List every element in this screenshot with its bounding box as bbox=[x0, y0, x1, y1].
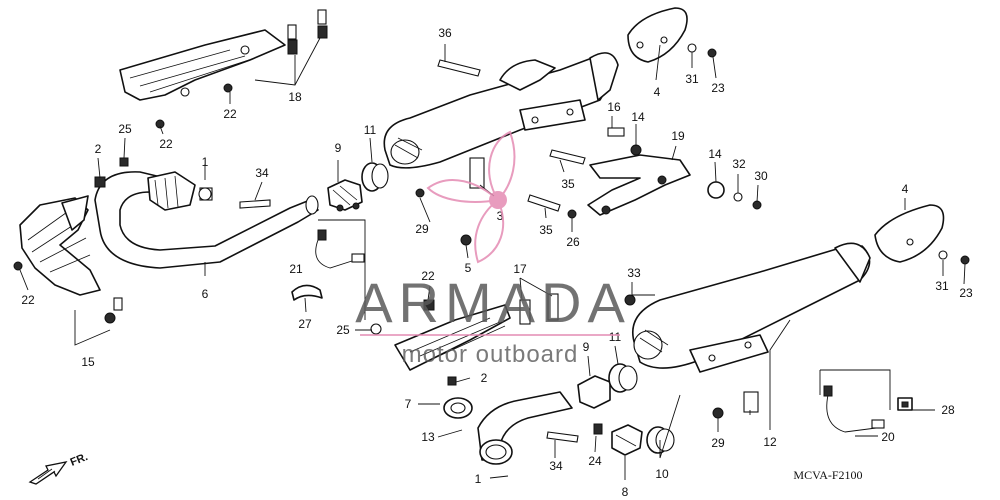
callout-11: 11 bbox=[364, 123, 377, 137]
callout-30: 30 bbox=[754, 169, 768, 183]
callout-numbers: 1 1 2 2 3 4 4 5 6 7 8 9 9 10 11 11 12 13… bbox=[21, 26, 973, 499]
stay-19 bbox=[587, 154, 691, 216]
callout-33: 33 bbox=[627, 266, 641, 280]
clamp-9-upper bbox=[327, 179, 363, 212]
callout-9: 9 bbox=[335, 141, 342, 155]
watermark-tagline: motor outboard bbox=[402, 341, 579, 368]
gasket-lower bbox=[608, 363, 675, 454]
callout-22: 22 bbox=[421, 269, 435, 283]
callout-15: 15 bbox=[81, 355, 95, 369]
end-cap-upper bbox=[627, 7, 688, 63]
muffler-upper bbox=[383, 52, 619, 169]
callout-22: 22 bbox=[223, 107, 237, 121]
callout-16: 16 bbox=[607, 100, 621, 114]
callout-23: 23 bbox=[711, 81, 725, 95]
callout-3: 3 bbox=[497, 209, 504, 223]
callout-7: 7 bbox=[405, 397, 412, 411]
callout-34: 34 bbox=[549, 459, 563, 473]
callout-32: 32 bbox=[732, 157, 746, 171]
callout-2: 2 bbox=[481, 371, 488, 385]
callout-14: 14 bbox=[708, 147, 722, 161]
callout-1: 1 bbox=[475, 472, 482, 486]
callout-34: 34 bbox=[255, 166, 269, 180]
front-arrow: FR. bbox=[28, 451, 90, 485]
callout-5: 5 bbox=[465, 261, 472, 275]
callout-2: 2 bbox=[95, 142, 102, 156]
exhaust-pipe-lower bbox=[443, 391, 573, 465]
callout-28: 28 bbox=[941, 403, 955, 417]
connector-28 bbox=[897, 397, 913, 411]
callout-10: 10 bbox=[655, 467, 669, 481]
callout-27: 27 bbox=[298, 317, 312, 331]
clip-27 bbox=[291, 284, 323, 301]
callout-29: 29 bbox=[415, 222, 429, 236]
callout-26: 26 bbox=[566, 235, 580, 249]
callout-29: 29 bbox=[711, 436, 725, 450]
callout-23: 23 bbox=[959, 286, 973, 300]
callout-4: 4 bbox=[654, 85, 661, 99]
fasteners bbox=[13, 43, 970, 443]
callout-35: 35 bbox=[561, 177, 575, 191]
callout-1: 1 bbox=[202, 155, 209, 169]
callout-25: 25 bbox=[336, 323, 350, 337]
callout-35: 35 bbox=[539, 223, 553, 237]
callout-8: 8 bbox=[622, 485, 629, 499]
callout-6: 6 bbox=[202, 287, 209, 301]
front-label: FR. bbox=[69, 451, 90, 469]
callout-18: 18 bbox=[288, 90, 302, 104]
muffler-lower bbox=[632, 242, 871, 373]
callout-4: 4 bbox=[902, 182, 909, 196]
clamp-lower bbox=[577, 375, 643, 456]
callout-31: 31 bbox=[935, 279, 949, 293]
callout-36: 36 bbox=[438, 26, 452, 40]
bracket-18 bbox=[287, 9, 328, 55]
callout-19: 19 bbox=[671, 129, 685, 143]
leader-lines bbox=[19, 37, 966, 480]
lower-heat-shield bbox=[19, 195, 101, 296]
watermark: ARMADA motor outboard bbox=[355, 130, 631, 368]
watermark-brand: ARMADA bbox=[355, 271, 631, 334]
heat-shield-7 bbox=[394, 304, 511, 371]
front-arrow-icon bbox=[28, 461, 68, 485]
sensor-20 bbox=[823, 385, 885, 433]
callout-22: 22 bbox=[159, 137, 173, 151]
propeller-logo-icon bbox=[426, 130, 516, 264]
callout-31: 31 bbox=[685, 72, 699, 86]
callout-24: 24 bbox=[588, 454, 602, 468]
upper-heat-shield bbox=[119, 29, 286, 101]
callout-13: 13 bbox=[421, 430, 435, 444]
callout-9: 9 bbox=[583, 340, 590, 354]
callout-20: 20 bbox=[881, 430, 895, 444]
callout-14: 14 bbox=[631, 110, 645, 124]
callout-21: 21 bbox=[289, 262, 303, 276]
diagram-code: MCVA-F2100 bbox=[793, 468, 862, 482]
end-cap-lower bbox=[874, 204, 945, 263]
gasket-11-upper bbox=[361, 162, 389, 192]
callout-25: 25 bbox=[118, 122, 132, 136]
callout-12: 12 bbox=[763, 435, 777, 449]
callout-11: 11 bbox=[609, 330, 622, 344]
sensor-21 bbox=[315, 229, 365, 269]
callout-17: 17 bbox=[513, 262, 527, 276]
callout-22: 22 bbox=[21, 293, 35, 307]
exhaust-pipe-left bbox=[94, 171, 319, 269]
